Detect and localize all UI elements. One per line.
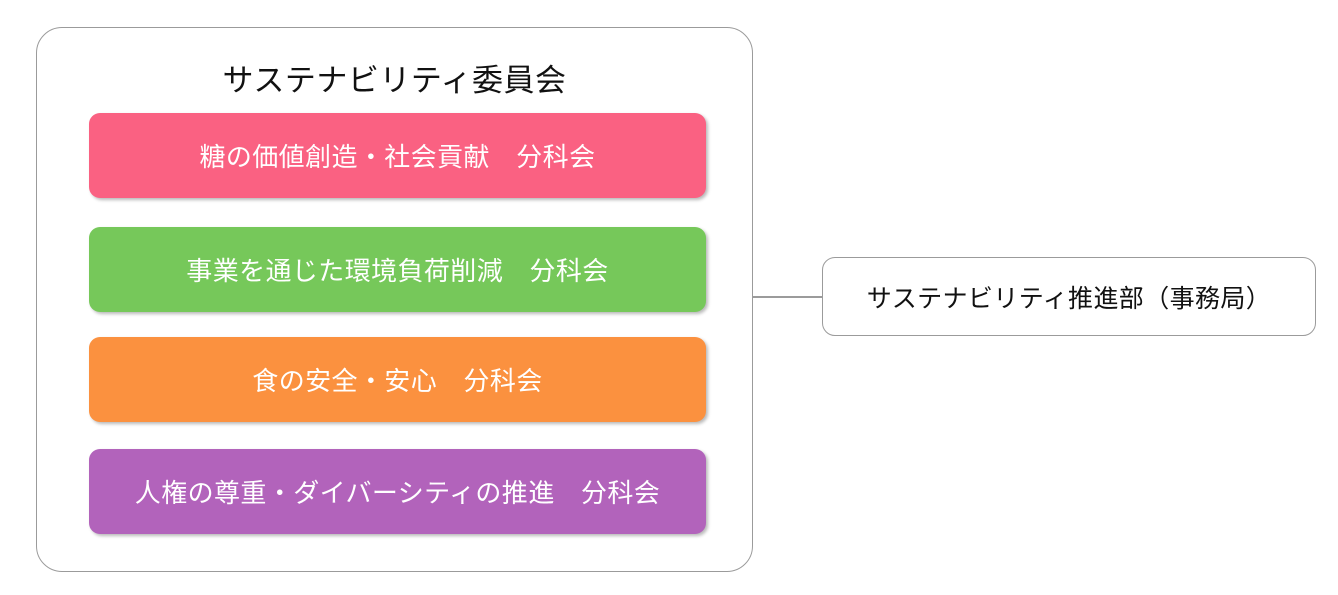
committee-title: サステナビリティ委員会 <box>222 63 567 98</box>
subcommittee-label: 事業を通じた環境負荷削減 分科会 <box>186 256 609 286</box>
subcommittee-label: 人権の尊重・ダイバーシティの推進 分科会 <box>134 478 661 508</box>
subcommittee-box-value-creation: 糖の価値創造・社会貢献 分科会 <box>89 113 706 198</box>
secretariat-label: サステナビリティ推進部（事務局） <box>866 284 1272 313</box>
subcommittee-box-human-rights-diversity: 人権の尊重・ダイバーシティの推進 分科会 <box>89 449 706 534</box>
subcommittee-label: 食の安全・安心 分科会 <box>252 366 543 396</box>
secretariat-box: サステナビリティ推進部（事務局） <box>822 257 1316 336</box>
subcommittee-box-food-safety: 食の安全・安心 分科会 <box>89 337 706 422</box>
connector-line <box>753 296 823 298</box>
committee-container: サステナビリティ委員会 糖の価値創造・社会貢献 分科会 事業を通じた環境負荷削減… <box>36 27 753 572</box>
subcommittee-box-environmental-reduction: 事業を通じた環境負荷削減 分科会 <box>89 227 706 312</box>
subcommittee-label: 糖の価値創造・社会貢献 分科会 <box>199 142 596 172</box>
